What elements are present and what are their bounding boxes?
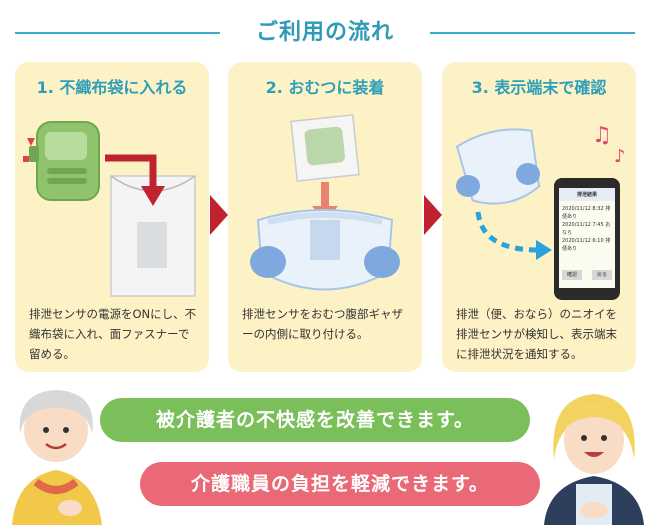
smartphone-icon bbox=[554, 178, 620, 300]
step-title-1: 1. 不織布袋に入れる bbox=[36, 78, 188, 97]
step-card-1: 1. 不織布袋に入れる 排泄センサの電源をONにし、不織布袋に入れ、面ファスナー… bbox=[15, 62, 209, 372]
step-title-2: 2. おむつに装着 bbox=[265, 78, 385, 97]
phone-screen-title: 排泄結果 bbox=[559, 188, 615, 201]
attach-to-diaper-illustration bbox=[250, 114, 400, 291]
phone-log-line: 2020/11/12 7:45 おなら bbox=[562, 222, 611, 236]
header-rule-left bbox=[15, 32, 220, 34]
svg-text:♫: ♫ bbox=[592, 123, 612, 148]
page-title: ご利用の流れ bbox=[255, 20, 394, 45]
step-card-2: 2. おむつに装着 排泄センサをおむつ腹部ギャザーの内側に取り付ける。 bbox=[228, 62, 422, 372]
bagged-sensor-icon bbox=[290, 114, 360, 182]
phone-back-button[interactable]: 戻る bbox=[592, 270, 612, 280]
header-rule-right bbox=[430, 32, 635, 34]
flow-arrow-1 bbox=[210, 195, 228, 239]
svg-text:♪: ♪ bbox=[614, 146, 626, 167]
step-title-3: 3. 表示端末で確認 bbox=[471, 78, 607, 97]
sensor-icon bbox=[23, 121, 100, 201]
signal-dashed-arrow-icon bbox=[475, 211, 539, 253]
step-desc-1: 排泄センサの電源をONにし、不織布袋に入れ、面ファスナーで留める。 bbox=[29, 307, 197, 361]
flow-arrow-2 bbox=[424, 195, 442, 239]
section-header: ご利用の流れ bbox=[0, 8, 650, 45]
sensor-into-bag-illustration bbox=[23, 121, 196, 297]
step-desc-3: 排泄（便、おなら）のニオイを排泄センサが検知し、表示端末に排泄状況を通知する。 bbox=[456, 307, 617, 361]
phone-log-line: 2020/11/12 6:10 排便あり bbox=[562, 238, 611, 252]
notify-terminal-illustration: ♫ ♪ bbox=[455, 123, 626, 300]
step-card-3: 3. 表示端末で確認 ♫ ♪ 排泄結果 2020/11/12 8:32 排便あり… bbox=[442, 62, 636, 372]
phone-confirm-button[interactable]: 確認 bbox=[562, 270, 582, 280]
elderly-person-illustration bbox=[12, 390, 102, 525]
diaper-icon bbox=[455, 128, 541, 205]
staff-benefit-banner: 介護職員の負担を軽減できます。 bbox=[140, 462, 540, 506]
phone-screen: 排泄結果 2020/11/12 8:32 排便あり 2020/11/12 7:4… bbox=[559, 188, 615, 288]
music-note-icon: ♫ ♪ bbox=[592, 123, 626, 167]
step-desc-2: 排泄センサをおむつ腹部ギャザーの内側に取り付ける。 bbox=[242, 307, 403, 341]
phone-log-line: 2020/11/12 8:32 排便あり bbox=[562, 206, 611, 220]
caregiver-benefit-banner: 被介護者の不快感を改善できます。 bbox=[100, 398, 530, 442]
care-staff-illustration bbox=[544, 394, 644, 525]
diaper-icon bbox=[250, 209, 400, 291]
insert-arrow-icon bbox=[105, 154, 157, 188]
